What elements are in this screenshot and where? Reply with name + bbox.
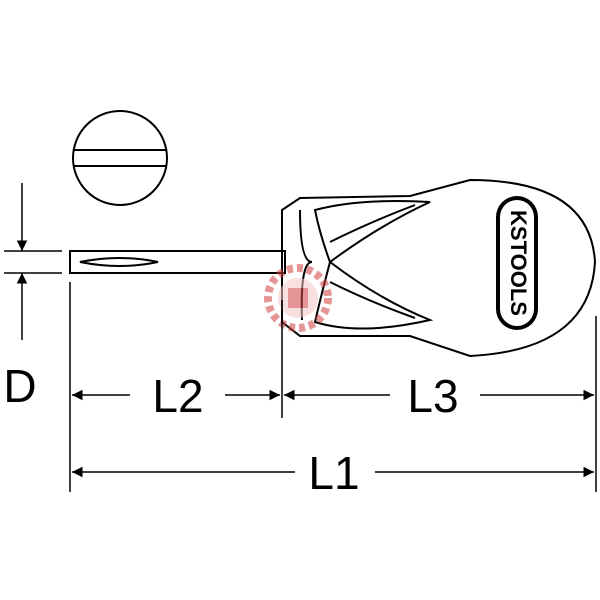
- dimension-label-l2: L2: [152, 370, 203, 422]
- dimension-label-l3: L3: [407, 370, 458, 422]
- ks-tools-logo: KSTOOLS: [496, 196, 538, 330]
- dimension-d: [4, 183, 62, 340]
- slot-head-end-view: [72, 110, 168, 206]
- logo-text: KSTOOLS: [506, 210, 531, 316]
- screwdriver-handle: [281, 178, 597, 358]
- screwdriver-blade: [69, 250, 286, 274]
- watermark-seal: [264, 264, 332, 332]
- extension-lines: [69, 282, 597, 492]
- dimension-label-d: D: [3, 360, 36, 412]
- dimension-label-l1: L1: [308, 447, 359, 499]
